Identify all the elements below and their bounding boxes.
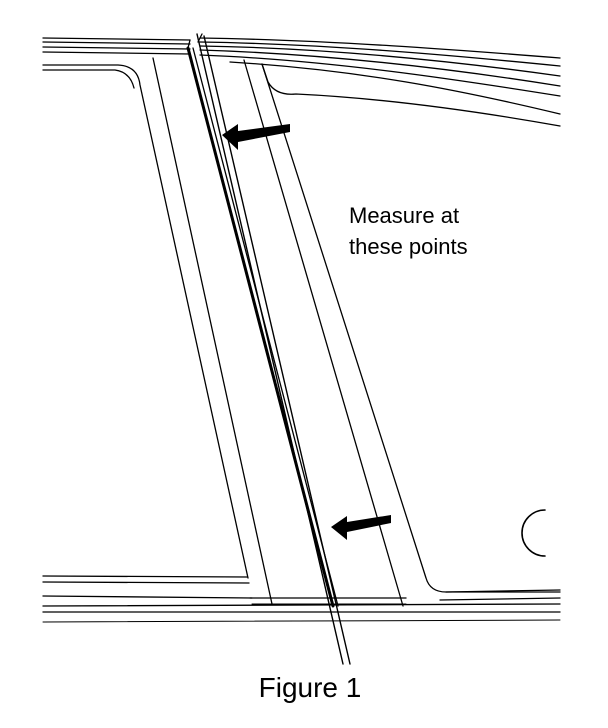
sill-lines	[42, 575, 561, 623]
callout-line-1: Measure at	[349, 203, 460, 228]
measure-callout: Measure at these points	[349, 200, 468, 262]
door-handle-arc	[521, 509, 546, 557]
measure-arrow-bottom	[331, 515, 391, 540]
roof-lines	[42, 37, 561, 115]
callout-line-2: these points	[349, 234, 468, 259]
measure-arrow-top	[222, 124, 290, 150]
right-window-outline	[261, 63, 561, 593]
figure-caption: Figure 1	[258, 672, 362, 703]
left-window-outline	[42, 64, 249, 579]
